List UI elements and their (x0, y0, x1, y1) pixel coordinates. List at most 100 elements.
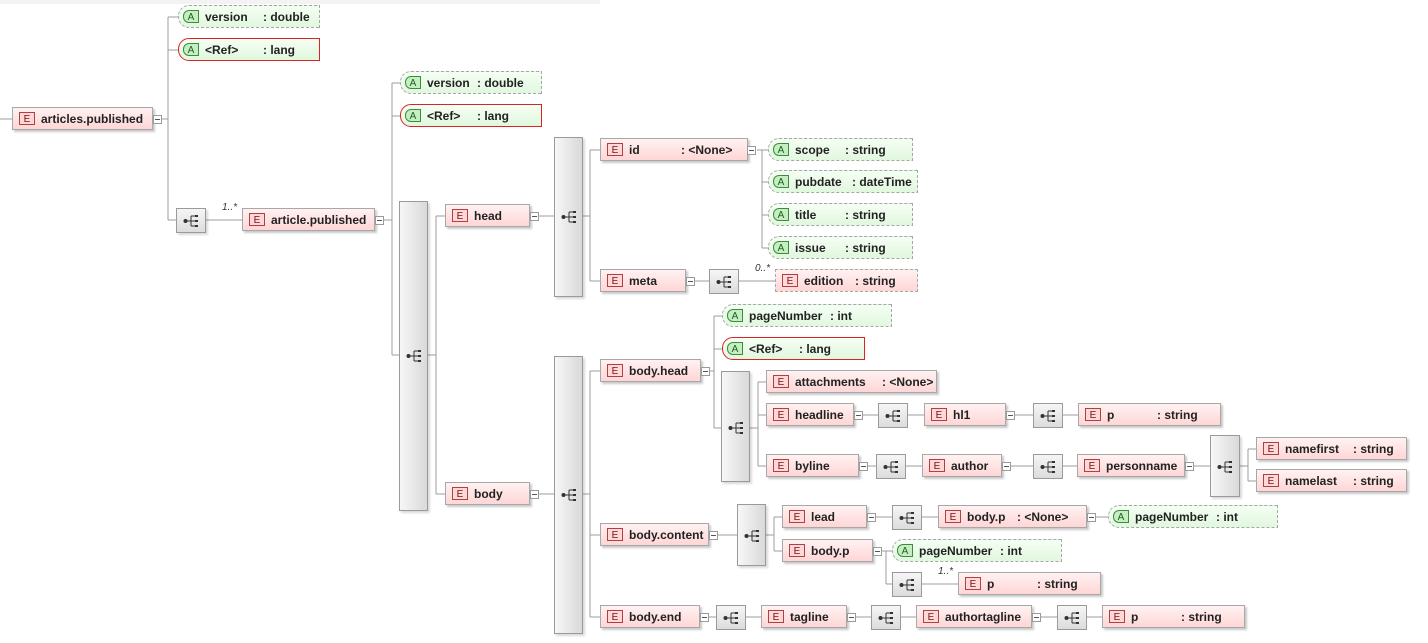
element-icon: E (773, 375, 789, 388)
element-lead[interactable]: E lead (782, 505, 867, 528)
element-hl1[interactable]: E hl1 (924, 403, 1006, 426)
attribute-pagenumber[interactable]: A pageNumber : int (722, 304, 892, 327)
element-icon: E (607, 274, 623, 287)
collapse-icon[interactable] (701, 367, 710, 376)
sequence-compositor[interactable] (554, 356, 583, 634)
element-icon: E (929, 459, 945, 472)
element-body-p[interactable]: E body.p : <None> (938, 505, 1087, 528)
sequence-compositor[interactable] (737, 504, 766, 566)
collapse-icon[interactable] (747, 146, 756, 155)
collapse-icon[interactable] (1185, 462, 1194, 471)
collapse-icon[interactable] (375, 216, 384, 225)
element-body-content[interactable]: E body.content (600, 523, 709, 546)
sequence-icon (899, 512, 914, 524)
attribute-scope[interactable]: A scope : string (768, 138, 913, 161)
attribute-version[interactable]: A version : double (400, 71, 542, 94)
element-body[interactable]: E body (445, 482, 530, 505)
collapse-icon[interactable] (530, 212, 539, 221)
collapse-icon[interactable] (153, 115, 162, 124)
collapse-icon[interactable] (686, 277, 695, 286)
element-icon: E (1263, 474, 1279, 487)
sequence-icon (1040, 461, 1055, 473)
collapse-icon[interactable] (1032, 613, 1041, 622)
element-namefirst[interactable]: E namefirst : string (1256, 437, 1407, 460)
element-personname[interactable]: E personname (1077, 454, 1185, 477)
sequence-compositor[interactable] (1210, 435, 1240, 497)
element-icon: E (1085, 408, 1101, 421)
element-icon: E (789, 544, 805, 557)
sequence-icon (561, 489, 576, 501)
element-icon: E (782, 274, 798, 287)
attribute-icon: A (773, 143, 789, 156)
collapse-icon[interactable] (1087, 513, 1096, 522)
sequence-compositor[interactable] (876, 454, 906, 479)
collapse-icon[interactable] (854, 411, 863, 420)
sequence-compositor[interactable] (1033, 454, 1063, 479)
collapse-icon[interactable] (847, 613, 856, 622)
element-namelast[interactable]: E namelast : string (1256, 469, 1407, 492)
attribute-icon: A (183, 10, 199, 23)
element-edition[interactable]: E edition : string (775, 269, 918, 292)
element-icon: E (452, 209, 468, 222)
element-author[interactable]: E author (922, 454, 1002, 477)
element-meta[interactable]: E meta (600, 269, 686, 292)
attribute-icon: A (1113, 510, 1129, 523)
element-id[interactable]: E id : <None> (600, 138, 748, 161)
attribute-title[interactable]: A title : string (768, 203, 913, 226)
element-headline[interactable]: E headline (766, 403, 854, 426)
element-icon: E (789, 510, 805, 523)
attribute-pagenumber[interactable]: A pageNumber : int (892, 539, 1062, 562)
cardinality-label: 1..* (222, 202, 238, 213)
sequence-compositor[interactable] (892, 572, 922, 597)
sequence-icon (1064, 612, 1079, 624)
sequence-compositor[interactable] (878, 403, 908, 428)
attribute-version[interactable]: A version : double (178, 5, 320, 28)
attribute-icon: A (727, 342, 743, 355)
attribute-pagenumber[interactable]: A pageNumber : int (1108, 505, 1278, 528)
element-article-published[interactable]: E article.published (242, 208, 375, 231)
sequence-compositor[interactable] (1057, 605, 1087, 630)
sequence-compositor[interactable] (399, 201, 428, 511)
attribute-ref-lang[interactable]: A <Ref> : lang (178, 38, 320, 61)
sequence-compositor[interactable] (716, 605, 746, 630)
collapse-icon[interactable] (700, 613, 709, 622)
element-head[interactable]: E head (445, 204, 530, 227)
sequence-compositor[interactable] (554, 137, 583, 297)
collapse-icon[interactable] (867, 513, 876, 522)
collapse-icon[interactable] (859, 462, 868, 471)
element-body-end[interactable]: E body.end (600, 605, 700, 628)
element-attachments[interactable]: E attachments : <None> (766, 370, 937, 393)
attribute-icon: A (727, 309, 743, 322)
element-p[interactable]: E p : string (1102, 605, 1245, 628)
element-icon: E (945, 510, 961, 523)
attribute-pubdate[interactable]: A pubdate : dateTime (768, 170, 918, 193)
attribute-ref-lang[interactable]: A <Ref> : lang (400, 104, 542, 127)
element-body-head[interactable]: E body.head (600, 359, 701, 382)
sequence-compositor[interactable] (1033, 403, 1063, 428)
sequence-compositor[interactable] (709, 269, 739, 294)
element-icon: E (249, 213, 265, 226)
attribute-ref-lang[interactable]: A <Ref> : lang (722, 337, 865, 360)
element-icon: E (768, 610, 784, 623)
element-p[interactable]: E p : string (1078, 403, 1221, 426)
collapse-icon[interactable] (1002, 462, 1011, 471)
sequence-compositor[interactable] (892, 505, 922, 530)
element-tagline[interactable]: E tagline (761, 605, 847, 628)
collapse-icon[interactable] (873, 547, 882, 556)
element-p[interactable]: E p : string (958, 572, 1101, 595)
element-articles-published[interactable]: E articles.published (12, 107, 153, 130)
collapse-icon[interactable] (1006, 411, 1015, 420)
element-authortagline[interactable]: E authortagline (916, 605, 1032, 628)
sequence-compositor[interactable] (721, 371, 750, 482)
collapse-icon[interactable] (530, 490, 539, 499)
element-icon: E (607, 364, 623, 377)
sequence-compositor[interactable] (176, 208, 206, 233)
element-icon: E (19, 112, 35, 125)
element-icon: E (1084, 459, 1100, 472)
element-body-p[interactable]: E body.p (782, 539, 873, 562)
sequence-compositor[interactable] (871, 605, 901, 630)
sequence-icon (716, 276, 731, 288)
collapse-icon[interactable] (709, 531, 718, 540)
element-byline[interactable]: E byline (766, 454, 859, 477)
attribute-issue[interactable]: A issue : string (768, 236, 913, 259)
